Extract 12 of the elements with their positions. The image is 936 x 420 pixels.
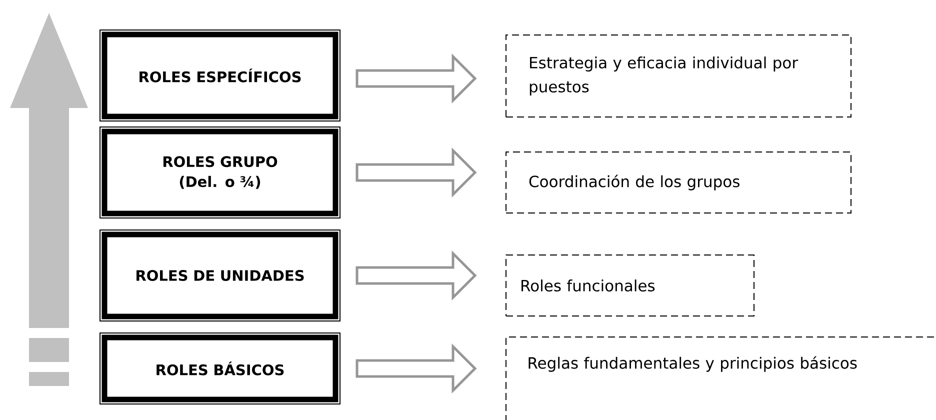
- role-box: ROLES ESPECÍFICOS: [100, 30, 340, 122]
- block-arrow: [356, 250, 477, 301]
- role-box: ROLES DE UNIDADES: [100, 230, 340, 322]
- dashed-box: Reglas fundamentales y principios básicos: [506, 336, 936, 420]
- block-arrow: [356, 343, 477, 394]
- dashed-box: Estrategia y eficacia individual por puestos: [506, 34, 852, 118]
- block-arrow: [356, 147, 477, 198]
- dashed-box: Coordinación de los grupos: [506, 152, 852, 214]
- block-arrow: [356, 53, 477, 104]
- role-box: ROLES GRUPO (Del. o ¾): [100, 126, 340, 218]
- dashed-box: Roles funcionales: [506, 254, 754, 316]
- role-box: ROLES BÁSICOS: [100, 332, 340, 404]
